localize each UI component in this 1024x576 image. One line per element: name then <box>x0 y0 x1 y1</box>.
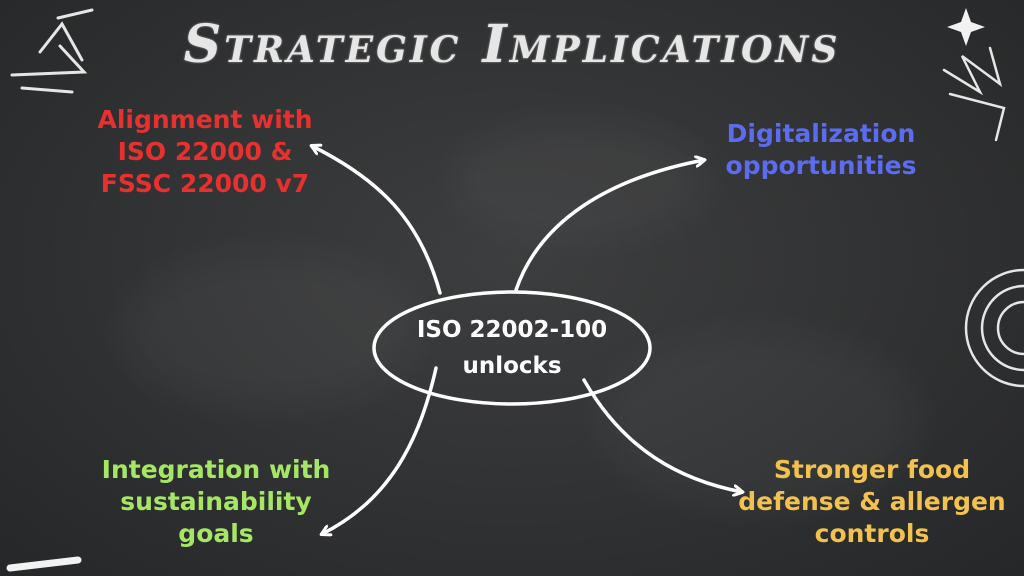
node-bottom-right-line-1: Stronger food <box>773 455 971 484</box>
center-line-1: ISO 22002-100 <box>416 317 608 343</box>
node-top-right-line-1: Digitalization <box>726 119 916 148</box>
center-oval <box>372 290 652 406</box>
page-title: Strategic Implications <box>183 14 841 75</box>
node-top-right-line-2: opportunities <box>725 151 917 180</box>
node-bottom-right-line-3: controls <box>814 519 930 548</box>
center-line-2: unlocks <box>462 353 562 379</box>
node-top-left-line-1: Alignment with <box>97 105 313 134</box>
arrow-to-bottom-right <box>582 378 742 492</box>
concentric-arcs-doodle <box>964 268 1024 388</box>
node-top-left: Alignment with ISO 22000 & FSSC 22000 v7 <box>80 104 330 200</box>
arrow-to-bottom-left <box>322 366 438 534</box>
arrow-to-top-right <box>514 160 704 292</box>
zigzag-doodle <box>942 46 1006 142</box>
node-top-left-line-3: FSSC 22000 v7 <box>100 169 310 198</box>
node-bottom-left-line-2: sustainability <box>120 487 312 516</box>
node-bottom-left-line-3: goals <box>178 519 254 548</box>
node-bottom-right-line-2: defense & allergen <box>738 487 1006 516</box>
sparkle-icon <box>947 8 985 46</box>
chalk-rays-doodle <box>10 8 94 94</box>
node-bottom-right: Stronger food defense & allergen control… <box>738 454 1006 550</box>
node-top-right: Digitalization opportunities <box>706 118 936 182</box>
chalk-stroke-doodle <box>6 556 82 572</box>
node-bottom-left: Integration with sustainability goals <box>88 454 344 550</box>
center-node: ISO 22002-100 unlocks <box>374 296 650 400</box>
arrow-to-top-left <box>312 146 442 295</box>
node-top-left-line-2: ISO 22000 & <box>117 137 293 166</box>
node-bottom-left-line-1: Integration with <box>101 455 331 484</box>
